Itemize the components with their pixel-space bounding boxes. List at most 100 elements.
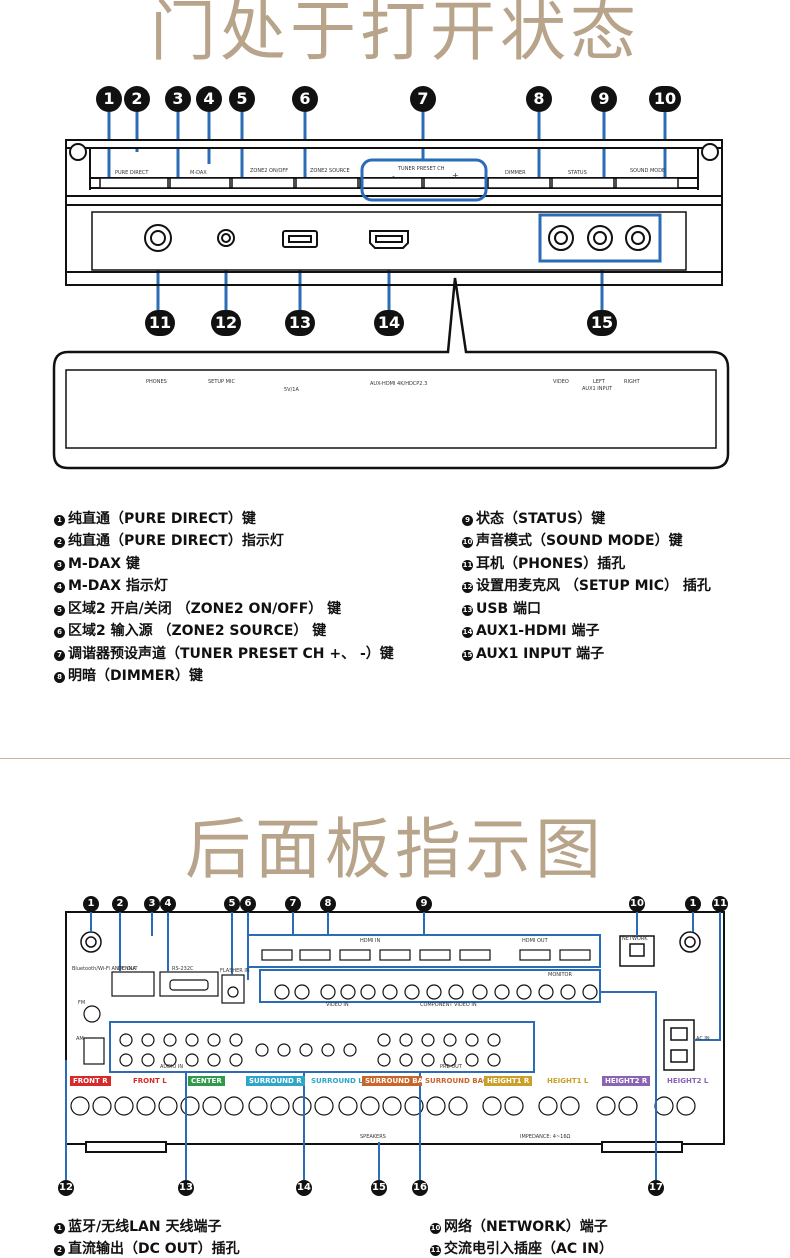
zoom-phones: PHONES <box>146 379 167 385</box>
rear-label-am: AM <box>76 1036 84 1042</box>
callout-15: 15 <box>587 310 617 336</box>
callout-13: 13 <box>285 310 315 336</box>
rear-callout-9: 9 <box>416 896 432 912</box>
zoom-right: RIGHT <box>624 379 640 385</box>
zoom-aux-hdmi: AUX-HDMI 4K/HDCP2.3 <box>370 381 428 387</box>
rear-label-preout: PRE OUT <box>440 1064 462 1070</box>
callout-5: 5 <box>229 86 255 112</box>
rear-label-network: NETWORK <box>622 936 648 942</box>
speaker-height2-l: HEIGHT2 L <box>664 1076 712 1086</box>
callout-10: 10 <box>649 86 681 112</box>
callout-6: 6 <box>292 86 318 112</box>
label-tuner-preset: TUNER PRESET CH <box>398 166 445 172</box>
callout-2: 2 <box>124 86 150 112</box>
label-pure-direct: PURE DIRECT <box>115 170 149 176</box>
rear-label-flasher: FLASHER IN <box>220 968 250 974</box>
rear-callout-8: 8 <box>320 896 336 912</box>
speaker-surround-r: SURROUND R <box>246 1076 305 1086</box>
speaker-height1-l: HEIGHT1 L <box>544 1076 592 1086</box>
rear-label-impedance: IMPEDANCE: 4~16Ω <box>520 1134 571 1140</box>
label-zone2-onoff: ZONE2 ON/OFF <box>250 168 289 174</box>
rear-callout-1b: 1 <box>685 896 701 912</box>
rear-panel-drawing <box>65 911 725 1180</box>
rear-callout-7: 7 <box>285 896 301 912</box>
rear-label-video-in: VIDEO IN <box>326 1002 349 1008</box>
callout-7: 7 <box>410 86 436 112</box>
rear-label-dc-out: DC OUT <box>118 966 138 972</box>
callout-11: 11 <box>145 310 175 336</box>
rear-callout-13: 13 <box>178 1180 194 1196</box>
rear-callout-16: 16 <box>412 1180 428 1196</box>
rear-label-rs232c: RS-232C <box>172 966 194 972</box>
rear-callout-5: 5 <box>224 896 240 912</box>
zoom-video: VIDEO <box>553 379 569 385</box>
rear-label-speakers: SPEAKERS <box>360 1134 386 1140</box>
rear-label-audio-in: AUDIO IN <box>160 1064 184 1070</box>
speaker-surround-l: SURROUND L <box>308 1076 366 1086</box>
rear-callout-4: 4 <box>160 896 176 912</box>
rear-callout-2: 2 <box>112 896 128 912</box>
callout-3: 3 <box>165 86 191 112</box>
speaker-surround-back-r: SURROUND BACK R <box>362 1076 445 1086</box>
label-status: STATUS <box>568 170 587 176</box>
callout-9: 9 <box>591 86 617 112</box>
callout-12: 12 <box>211 310 241 336</box>
rear-callout-1: 1 <box>83 896 99 912</box>
speaker-height1-r: HEIGHT1 R <box>484 1076 533 1086</box>
callout-8: 8 <box>526 86 552 112</box>
callout-4: 4 <box>196 86 222 112</box>
front-panel-drawing <box>52 112 730 470</box>
rear-callout-12: 12 <box>58 1180 74 1196</box>
rear-callout-6: 6 <box>240 896 256 912</box>
rear-label-ac-in: AC IN <box>696 1036 710 1042</box>
zoom-left: LEFT <box>593 379 605 385</box>
speaker-surround-back-l: SURROUND BACK L <box>422 1076 504 1086</box>
section1-title: 门处于打开状态 <box>150 0 640 70</box>
label-zone2-source: ZONE2 SOURCE <box>310 168 350 174</box>
label-dimmer: DIMMER <box>505 170 526 176</box>
rear-callout-17: 17 <box>648 1180 664 1196</box>
rear-callout-15: 15 <box>371 1180 387 1196</box>
rear-callout-10: 10 <box>629 896 645 912</box>
zoom-setup-mic: SETUP MIC <box>208 379 235 385</box>
speaker-height2-r: HEIGHT2 R <box>602 1076 651 1086</box>
speaker-front-l: FRONT L <box>130 1076 170 1086</box>
section-divider <box>0 758 790 759</box>
label-mdax: M-DAX <box>190 170 207 176</box>
rear-label-hdmi-out: HDMI OUT <box>522 938 548 944</box>
rear-label-hdmi-in: HDMI IN <box>360 938 381 944</box>
label-plus: + <box>452 171 459 180</box>
label-sound-mode: SOUND MODE <box>630 168 666 174</box>
speaker-front-r: FRONT R <box>70 1076 111 1086</box>
label-minus: - <box>392 172 395 181</box>
rear-label-antenna: Bluetooth/Wi-Fi ANTENNA <box>72 966 136 972</box>
rear-label-monitor: MONITOR <box>548 972 572 978</box>
rear-callout-11: 11 <box>712 896 728 912</box>
speaker-center: CENTER <box>188 1076 225 1086</box>
rear-label-component: COMPONENT VIDEO IN <box>420 1002 477 1008</box>
rear-label-fm: FM <box>78 1000 86 1006</box>
zoom-aux1-input: AUX1 INPUT <box>582 386 613 392</box>
rear-callout-3: 3 <box>144 896 160 912</box>
zoom-usb: 5V/1A <box>284 387 299 393</box>
callout-1: 1 <box>96 86 122 112</box>
rear-callout-14: 14 <box>296 1180 312 1196</box>
